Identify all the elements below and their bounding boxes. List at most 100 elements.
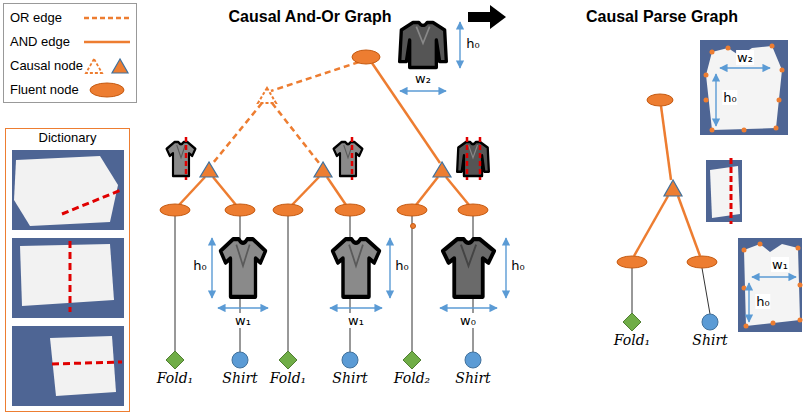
use-part — [333, 239, 380, 297]
legend-text: AND edge — [10, 34, 70, 50]
line-part — [84, 41, 130, 44]
circle-part — [798, 283, 803, 288]
dimension-label: h₀ — [394, 258, 409, 273]
action-diamond: Fold₁ — [157, 350, 193, 387]
circle-part — [710, 50, 715, 55]
object-circle: Shirt — [455, 350, 490, 387]
polygon-part — [279, 351, 297, 369]
circle-part — [770, 44, 775, 49]
node-text: Dictionary — [6, 129, 129, 147]
polygon-part — [86, 59, 102, 73]
line-part — [752, 276, 796, 277]
circle-part — [777, 98, 782, 103]
line-part — [505, 238, 506, 298]
line-part — [288, 216, 289, 351]
legend-text: Causal node — [10, 58, 83, 74]
circle-shape — [230, 350, 250, 370]
path-part — [446, 177, 469, 205]
ellipse-part — [617, 256, 647, 268]
diamond-shape — [402, 350, 422, 370]
diamond-shape — [165, 350, 185, 370]
shirt-icons — [167, 23, 495, 297]
polygon-part — [258, 88, 276, 103]
dimension-label: w₁ — [234, 313, 252, 328]
line-part — [84, 17, 130, 20]
circle-shape — [340, 350, 360, 370]
polygon-part — [14, 156, 118, 226]
use-part — [443, 239, 494, 297]
rect-part — [706, 160, 742, 222]
causal-nodes — [200, 88, 682, 196]
line-part — [389, 238, 390, 298]
terminal-links — [175, 216, 710, 352]
polygon-part — [200, 162, 218, 177]
polygon-part — [623, 313, 641, 331]
circle-part — [342, 352, 358, 368]
path-part — [213, 177, 236, 205]
ellipse-part — [273, 204, 303, 216]
line-part — [211, 238, 212, 298]
dimension-label: w₁ — [347, 313, 365, 328]
path-part — [271, 62, 359, 91]
polygon-part — [433, 162, 451, 177]
dimension-label: h₀ — [465, 36, 480, 51]
node-text: Shirt — [332, 370, 367, 387]
circle-part — [758, 242, 763, 247]
object-circle: Shirt — [222, 350, 257, 387]
use-part — [400, 23, 447, 68]
circle-part — [774, 126, 779, 131]
path-part — [661, 106, 671, 180]
circle-part — [704, 73, 709, 78]
rect-part — [738, 238, 802, 332]
legend-sample — [82, 32, 132, 52]
object-circle: Shirt — [692, 312, 727, 349]
line-part — [720, 67, 770, 68]
fluent-nodes — [160, 50, 717, 268]
line-part — [175, 216, 176, 351]
ellipse-part — [225, 204, 255, 216]
line-part — [218, 307, 268, 308]
parse-photos — [700, 40, 803, 332]
line-part — [715, 74, 716, 126]
ellipse-part — [397, 204, 427, 216]
circle-part — [780, 68, 785, 73]
line-part — [702, 268, 710, 314]
polygon-part — [403, 351, 421, 369]
flow-arrow — [468, 5, 506, 29]
use-part — [334, 142, 363, 176]
node-text: Shirt — [222, 370, 257, 387]
legend-sample — [82, 56, 132, 76]
line-part — [479, 137, 482, 180]
circle-part — [704, 98, 709, 103]
circle-part — [411, 224, 416, 229]
polygon-part — [744, 244, 800, 326]
circle-part — [742, 248, 747, 253]
line-part — [466, 137, 469, 180]
path-part — [292, 177, 319, 205]
line-part — [730, 158, 733, 224]
ellipse-part — [687, 256, 717, 268]
use-part — [221, 239, 266, 297]
line-part — [52, 362, 122, 364]
circle-part — [726, 46, 731, 51]
line-part — [748, 283, 749, 322]
circle-part — [465, 352, 481, 368]
polygon-part — [50, 336, 116, 396]
and-or-edges — [179, 62, 700, 256]
polygon-part — [166, 351, 184, 369]
rect-part — [700, 40, 788, 135]
legend-box: OR edgeAND edgeCausal nodeFluent node — [3, 3, 137, 103]
path-part — [272, 103, 319, 163]
circle-part — [710, 128, 715, 133]
line-part — [400, 90, 446, 91]
rect-part — [12, 150, 124, 230]
dictionary-box: Dictionary — [5, 128, 130, 412]
line-part — [351, 137, 354, 180]
circle-part — [798, 318, 803, 323]
node-text: Shirt — [455, 370, 490, 387]
node-text: Shirt — [692, 332, 727, 349]
polygon-part — [314, 162, 332, 177]
line-part — [185, 137, 188, 180]
legend-text: OR edge — [10, 10, 62, 26]
